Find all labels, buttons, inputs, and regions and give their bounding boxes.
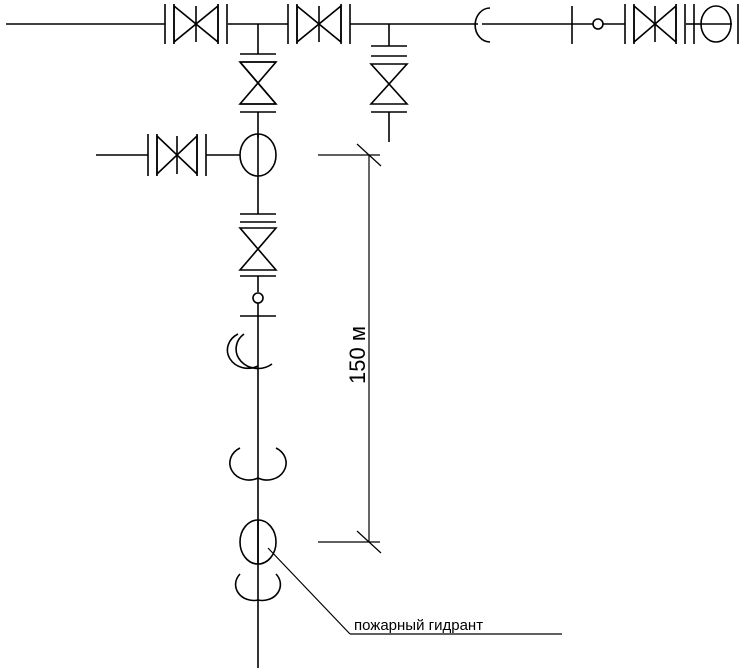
flow-meter-end [693, 4, 739, 44]
gate-valve-3 [624, 4, 686, 44]
side-branch-valve [96, 134, 240, 176]
gate-valve-1 [164, 4, 228, 44]
branch-pipe-1 [238, 24, 278, 138]
well-chamber [239, 133, 277, 177]
hydrant-leader-line [267, 547, 562, 635]
socket-joint-riser-1 [226, 333, 273, 370]
socket-joint-riser-2 [229, 447, 287, 481]
hydrant-label: пожарный гидрант [354, 617, 483, 634]
branch-pipe-2 [369, 24, 409, 142]
flange-plug-main [571, 6, 604, 44]
dimension-label: 150 м [345, 326, 370, 384]
riser-pipe [238, 176, 278, 668]
socket-joint-main [474, 7, 491, 43]
dimension-line [318, 143, 382, 554]
gate-valve-2 [287, 4, 351, 44]
fire-hydrant-symbol [239, 519, 277, 565]
socket-joint-riser-3 [234, 573, 282, 602]
branch-valve-vertical-1 [240, 61, 276, 105]
